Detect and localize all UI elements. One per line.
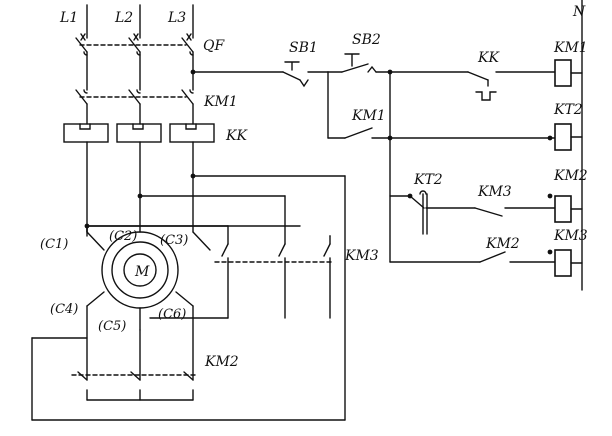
label-qf: QF bbox=[203, 38, 225, 54]
km1-main-contacts bbox=[75, 89, 194, 105]
label-km2-coil: KM2 bbox=[553, 168, 588, 184]
label-km2-aux: KM2 bbox=[485, 236, 520, 252]
label-km3-aux: KM3 bbox=[477, 184, 512, 200]
label-c4: (C4) bbox=[50, 302, 78, 317]
label-km1-aux: KM1 bbox=[351, 108, 386, 124]
label-sb2: SB2 bbox=[352, 32, 381, 48]
label-l2: L2 bbox=[114, 10, 133, 26]
label-n: N bbox=[572, 4, 586, 20]
phase-lines bbox=[86, 4, 194, 233]
label-c1: (C1) bbox=[40, 237, 68, 252]
label-l3: L3 bbox=[167, 10, 186, 26]
label-kk-overload: KK bbox=[225, 128, 248, 144]
label-sb1: SB1 bbox=[289, 40, 318, 56]
label-c2: (C2) bbox=[109, 229, 137, 244]
label-c5: (C5) bbox=[98, 319, 126, 334]
star-delta-wiring bbox=[31, 175, 346, 421]
label-kk-contact: KK bbox=[477, 50, 500, 66]
label-km1-main: KM1 bbox=[203, 94, 238, 110]
label-km1-coil: KM1 bbox=[553, 40, 588, 56]
label-kt2-contact: KT2 bbox=[413, 172, 443, 188]
label-l1: L1 bbox=[59, 10, 78, 26]
label-kt2-coil: KT2 bbox=[553, 102, 583, 118]
label-km3-main: KM3 bbox=[344, 248, 379, 264]
control-circuit bbox=[192, 0, 583, 291]
label-c3: (C3) bbox=[160, 233, 188, 248]
label-km3-coil: KM3 bbox=[553, 228, 588, 244]
label-c6: (C6) bbox=[158, 307, 186, 322]
label-km2-main: KM2 bbox=[204, 354, 239, 370]
label-motor: M bbox=[134, 264, 150, 280]
kk-thermal-relay bbox=[63, 123, 215, 143]
qf-breaker bbox=[75, 33, 194, 56]
